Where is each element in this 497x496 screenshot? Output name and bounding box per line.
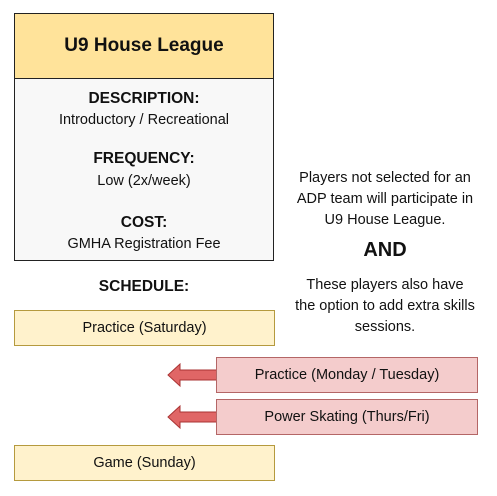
description-value: Introductory / Recreational: [58, 112, 230, 128]
note-line-6: sessions.: [354, 319, 416, 335]
power-skating-box: Power Skating (Thurs/Fri): [216, 399, 478, 435]
note-line-1: Players not selected for an: [299, 170, 471, 186]
cost-value: GMHA Registration Fee: [67, 236, 221, 252]
note-line-2: ADP team will participate in: [296, 191, 474, 207]
arrow-left-icon: [167, 404, 218, 430]
schedule-heading: SCHEDULE:: [98, 278, 190, 295]
frequency-heading: FREQUENCY:: [93, 150, 195, 167]
note-line-3: U9 House League.: [324, 212, 446, 228]
practice-mon-tue-box: Practice (Monday / Tuesday): [216, 357, 478, 393]
note-line-4: These players also have: [306, 277, 464, 293]
card-title: U9 House League: [15, 14, 273, 79]
frequency-value: Low (2x/week): [97, 173, 191, 189]
game-sunday-box: Game (Sunday): [14, 445, 275, 481]
practice-saturday-box: Practice (Saturday): [14, 310, 275, 346]
description-heading: DESCRIPTION:: [88, 90, 200, 107]
cost-heading: COST:: [120, 214, 168, 231]
league-card: U9 House League DESCRIPTION: Introductor…: [14, 13, 274, 261]
arrow-left-icon: [167, 362, 218, 388]
and-label: AND: [363, 239, 407, 261]
note-line-5: the option to add extra skills: [295, 298, 475, 314]
